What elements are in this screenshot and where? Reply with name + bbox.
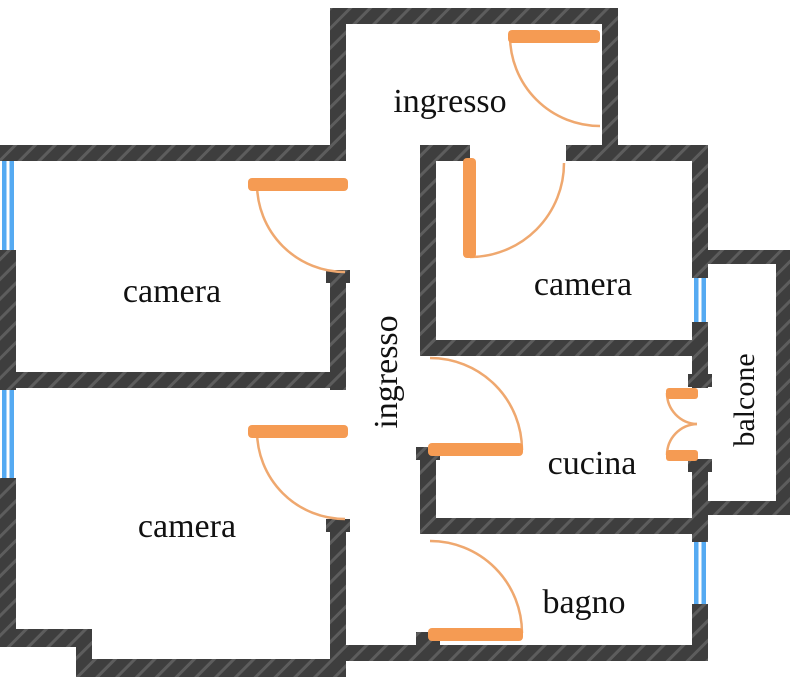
walls: [0, 8, 790, 677]
door-arc-camera-r: [469, 162, 566, 259]
wall-corridor-right-b: [420, 450, 436, 534]
room-label-bagno: bagno: [542, 584, 625, 621]
room-label-camera-bottom-left: camera: [138, 508, 236, 545]
wall-bottom-right: [330, 645, 708, 661]
wall-balcone-top: [692, 250, 790, 264]
door-leaf-camera-tl: [248, 178, 348, 191]
wall-camera-tl-top: [0, 145, 346, 161]
wall-ingresso-right: [602, 8, 618, 161]
room-label-corridor-ingresso: ingresso: [368, 315, 405, 428]
wall-cap-camera-tl-door: [326, 270, 350, 283]
wall-right-outer-b: [692, 322, 708, 388]
wall-corridor-right-a: [420, 161, 436, 356]
door-leaf-camera-r: [463, 158, 476, 258]
wall-cap-camera-bl-door: [326, 519, 350, 532]
room-labels: ingresso camera camera ingresso cucina c…: [123, 83, 761, 621]
door-leaf-cucina: [428, 443, 523, 456]
door-arc-bagno: [429, 539, 524, 634]
window-camera-r-balcone: [692, 278, 708, 322]
door-leaf-entrance: [508, 30, 600, 43]
wall-bottom-left-far: [0, 629, 92, 647]
door-leaf-balcone-bottom: [666, 450, 698, 461]
wall-left-outer-b: [0, 478, 16, 647]
window-mullion: [6, 161, 10, 250]
wall-ingresso-left: [330, 8, 346, 161]
wall-top-ingresso: [330, 8, 618, 24]
wall-cap-balcone-door-top: [688, 374, 712, 387]
door-arc-camera-bl: [255, 430, 346, 521]
wall-camera-r-top-a: [420, 145, 470, 161]
door-leaf-camera-bl: [248, 425, 348, 438]
window-camera-bl: [0, 390, 16, 478]
window-mullion: [698, 542, 702, 604]
door-arc-balcone-bottom: [665, 422, 698, 456]
door-arc-cucina: [429, 356, 524, 451]
wall-cap-balcone-door-bottom: [688, 459, 712, 472]
room-label-camera-right: camera: [534, 266, 632, 303]
window-camera-tl: [0, 161, 16, 250]
wall-between-cameras: [0, 372, 346, 388]
windows: [0, 161, 708, 604]
wall-camera-cucina: [420, 340, 708, 356]
window-mullion: [698, 278, 702, 322]
wall-bottom-left-main: [76, 659, 346, 677]
room-label-balcone: balcone: [728, 353, 761, 446]
window-mullion: [6, 390, 10, 478]
door-arc-entrance: [508, 35, 601, 128]
wall-balcone-bottom: [692, 501, 790, 515]
door-leaf-bagno: [428, 628, 523, 641]
window-bagno: [692, 542, 708, 604]
wall-corridor-left-a: [330, 272, 346, 390]
door-arcs: [255, 35, 698, 634]
room-label-ingresso-top: ingresso: [393, 83, 506, 120]
door-arc-camera-tl: [255, 183, 346, 274]
room-label-camera-top-left: camera: [123, 273, 221, 310]
room-label-cucina: cucina: [548, 445, 637, 482]
wall-corridor-left-b: [330, 520, 346, 647]
wall-cucina-bagno: [420, 518, 708, 534]
door-leaves: [248, 30, 698, 641]
wall-balcone-right: [776, 250, 790, 515]
wall-camera-r-top-b: [566, 145, 708, 161]
wall-right-outer-a: [692, 145, 708, 278]
wall-left-outer-a: [0, 250, 16, 390]
door-leaf-balcone-top: [666, 388, 698, 399]
